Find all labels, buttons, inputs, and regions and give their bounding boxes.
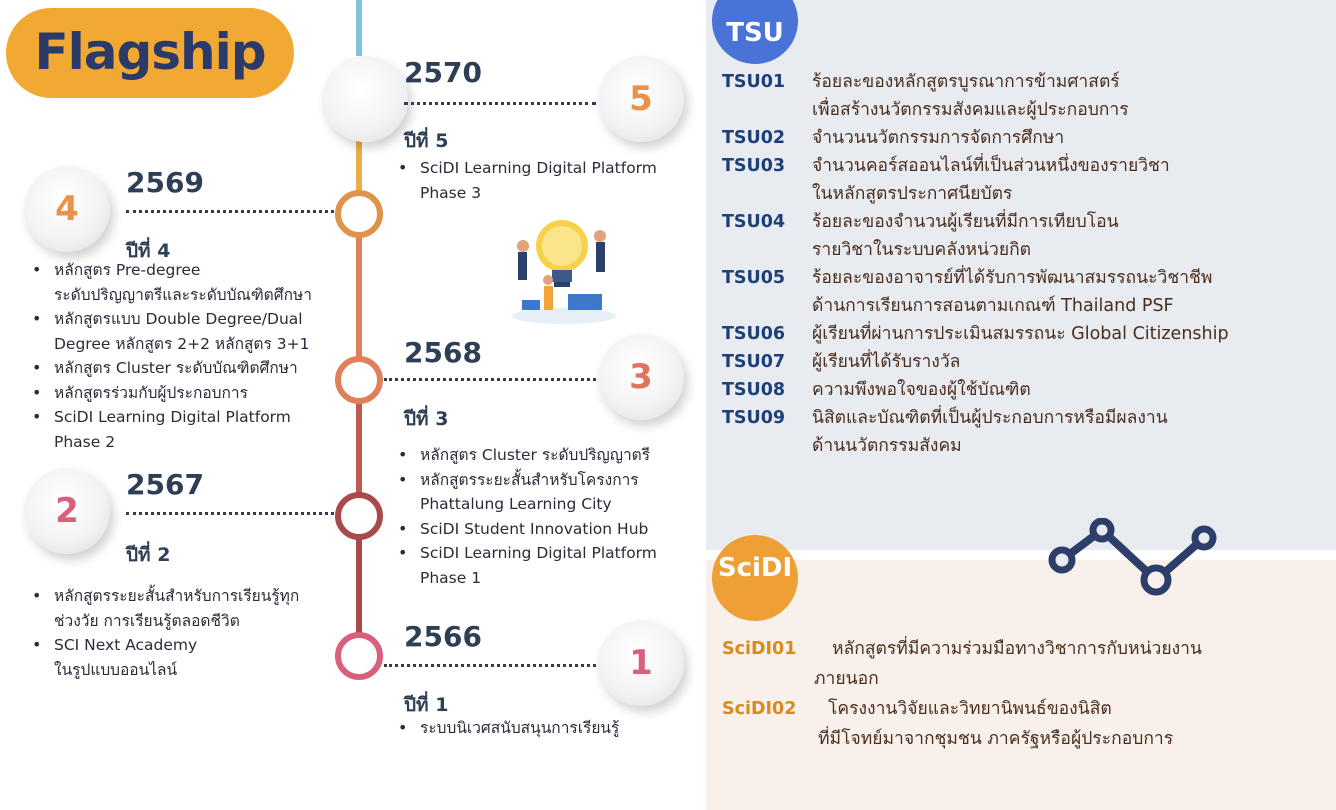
year-3-list: หลักสูตร Cluster ระดับปริญญาตรี หลักสูตร… (394, 443, 706, 590)
lightbulb-team-illustration (512, 220, 616, 324)
step-number-1: 1 (629, 643, 653, 683)
year-label-1: ปีที่ 1 (404, 694, 449, 716)
step-circle-4 (24, 166, 110, 252)
year-2567: 2567 (126, 468, 204, 501)
step-circle-3 (598, 334, 684, 420)
tsu-kpi-text: รายวิชาในระบบคลังหน่วยกิต (812, 240, 1032, 260)
year-label-4: ปีที่ 4 (126, 240, 171, 262)
tsu-kpi-text: ด้านนวัตกรรมสังคม (812, 436, 962, 456)
timeline-line-seg2 (356, 232, 362, 362)
timeline-line-top (356, 0, 362, 56)
list-item: หลักสูตร Cluster ระดับปริญญาตรี (394, 443, 706, 468)
flagship-badge (6, 8, 294, 98)
dotted-connector (384, 664, 596, 667)
year-label-5: ปีที่ 5 (404, 130, 449, 152)
step-circle-1 (598, 620, 684, 706)
year-4-list: หลักสูตร Pre-degreeระดับปริญญาตรีและระดั… (28, 258, 358, 454)
line-graph-icon (1048, 518, 1217, 596)
dotted-connector (404, 102, 596, 105)
step-circle-5 (598, 56, 684, 142)
flagship-title: Flagship (34, 23, 266, 81)
year-2-list: หลักสูตรระยะสั้นสำหรับการเรียนรู้ทุกช่วง… (28, 584, 358, 682)
scidi-panel (706, 560, 1336, 810)
scidi-kpi-text: ที่มีโจทย์มาจากชุมชน ภาครัฐหรือผู้ประกอบ… (818, 729, 1174, 749)
timeline-ring-2567 (335, 492, 383, 540)
list-item: ระบบนิเวศสนับสนุนการเรียนรู้ (394, 716, 706, 741)
timeline-ring-2569 (335, 190, 383, 238)
timeline-line-seg4 (356, 534, 362, 638)
list-item: หลักสูตรร่วมกับผู้ประกอบการ (28, 381, 358, 406)
timeline-line-seg1 (356, 96, 362, 196)
step-number-5: 5 (629, 79, 653, 119)
scidi-kpi-text: ภายนอก (814, 669, 879, 689)
tsu-badge-label: TSU (726, 18, 784, 48)
year-label-3: ปีที่ 3 (404, 408, 449, 430)
step-circle-2 (24, 468, 110, 554)
list-item: หลักสูตรระยะสั้นสำหรับการเรียนรู้ทุกช่วง… (28, 584, 358, 633)
step-number-4: 4 (55, 189, 79, 229)
scidi-badge-label: SciDI (717, 553, 793, 583)
year-label-2: ปีที่ 2 (126, 544, 171, 566)
scidi-badge (712, 535, 798, 621)
timeline-node-top (322, 56, 408, 142)
step-number-2: 2 (55, 491, 79, 531)
year-2570: 2570 (404, 56, 482, 89)
tsu-panel (706, 0, 1336, 550)
list-item: หลักสูตรระยะสั้นสำหรับโครงการPhattalung … (394, 468, 706, 517)
tsu-kpi-text: ด้านการเรียนการสอนตามเกณฑ์ Thailand PSF (812, 296, 1174, 316)
year-2569: 2569 (126, 166, 204, 199)
timeline-line-seg3 (356, 398, 362, 498)
list-item: SciDI Student Innovation Hub (394, 517, 706, 542)
step-number-3: 3 (629, 357, 653, 397)
year-2566: 2566 (404, 620, 482, 653)
tsu-kpi-text: เพื่อสร้างนวัตกรรมสังคมและผู้ประกอบการ (812, 100, 1129, 120)
list-item: หลักสูตร Pre-degreeระดับปริญญาตรีและระดั… (28, 258, 358, 307)
year-2568: 2568 (404, 336, 482, 369)
tsu-kpi-text: ในหลักสูตรประกาศนียบัตร (812, 184, 1013, 204)
dotted-connector (126, 210, 334, 213)
dotted-connector (126, 512, 334, 515)
dotted-connector (384, 378, 596, 381)
list-item: หลักสูตร Cluster ระดับบัณฑิตศึกษา (28, 356, 358, 381)
year-1-list: ระบบนิเวศสนับสนุนการเรียนรู้ (394, 716, 706, 741)
